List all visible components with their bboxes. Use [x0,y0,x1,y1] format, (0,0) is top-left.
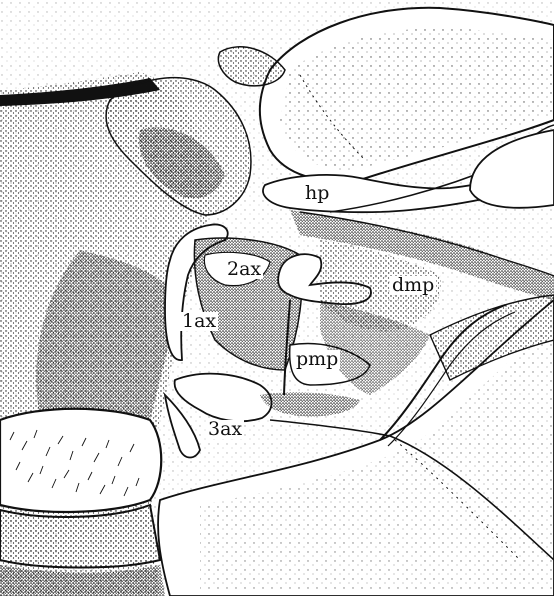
label-dmp: dmp [390,276,436,295]
label-hp: hp [305,184,329,203]
hairy-lobe [0,409,161,512]
label-pmp: pmp [294,350,340,369]
label-2ax: 2ax [225,260,263,279]
label-3ax: 3ax [206,420,244,439]
label-1ax: 1ax [180,312,218,331]
